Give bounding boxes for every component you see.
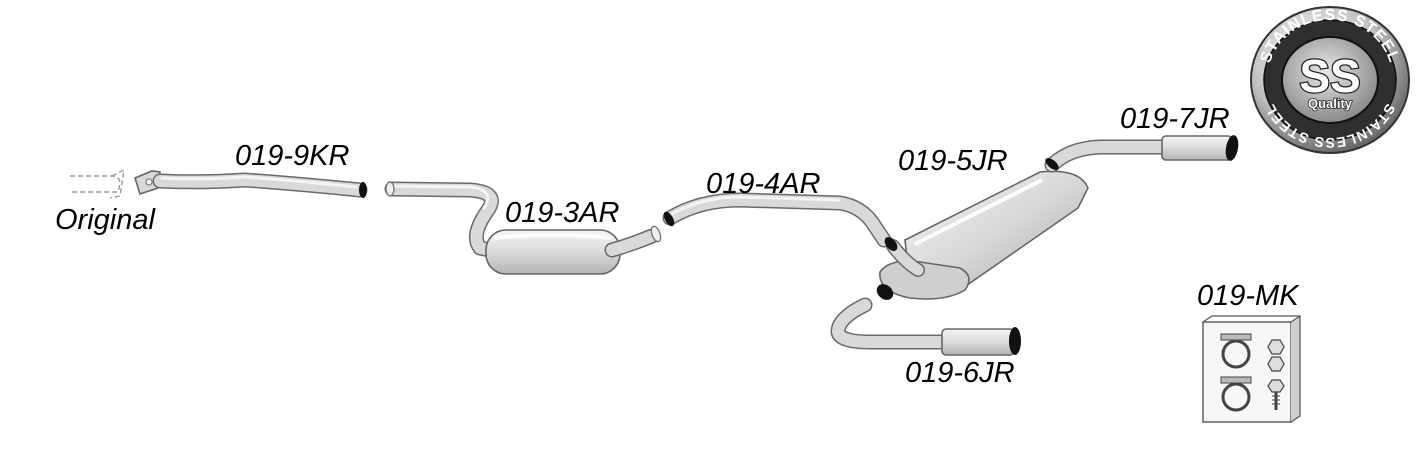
label-019-7JR: 019-7JR xyxy=(1120,103,1230,135)
tailpipe-tip-icon xyxy=(1225,135,1239,161)
label-original: Original xyxy=(55,204,156,236)
badge-ss-text: SS xyxy=(1299,50,1360,102)
bolt-icon xyxy=(1267,379,1285,410)
label-019-9KR: 019-9KR xyxy=(235,140,350,172)
part-019-9KR-front-pipe xyxy=(134,170,368,198)
part-019-MK-mounting-kit xyxy=(1202,314,1301,423)
label-019-3AR: 019-3AR xyxy=(505,197,620,229)
part-019-4AR-intermediate-pipe xyxy=(662,192,892,248)
label-019-MK: 019-MK xyxy=(1197,280,1300,312)
pipe-end-icon xyxy=(1045,158,1059,170)
part-019-7JR-tailpipe xyxy=(1044,135,1239,173)
label-019-6JR: 019-6JR xyxy=(905,357,1015,389)
part-019-5JR-rear-silencer xyxy=(876,170,1089,300)
label-019-4AR: 019-4AR xyxy=(706,168,821,200)
label-019-5JR: 019-5JR xyxy=(898,145,1008,177)
pipe-end-icon xyxy=(884,237,898,251)
clamp-icon xyxy=(1220,333,1252,369)
badge-quality-text: Quality xyxy=(1308,96,1353,111)
pipe-end-icon xyxy=(359,182,367,198)
clamp-icon xyxy=(1220,376,1252,412)
pipe-end-icon xyxy=(876,284,894,300)
original-pipe-section xyxy=(70,168,125,199)
nut-icon xyxy=(1267,339,1285,372)
stainless-steel-quality-badge: STAINLESS STEEL STAINLESS STEEL SS Quali… xyxy=(1250,6,1410,154)
part-019-6JR-tailpipe xyxy=(830,297,1021,356)
part-019-3AR-centre-silencer xyxy=(384,181,662,275)
pipe-end-icon xyxy=(663,211,675,227)
tailpipe-tip-icon xyxy=(1009,327,1021,355)
